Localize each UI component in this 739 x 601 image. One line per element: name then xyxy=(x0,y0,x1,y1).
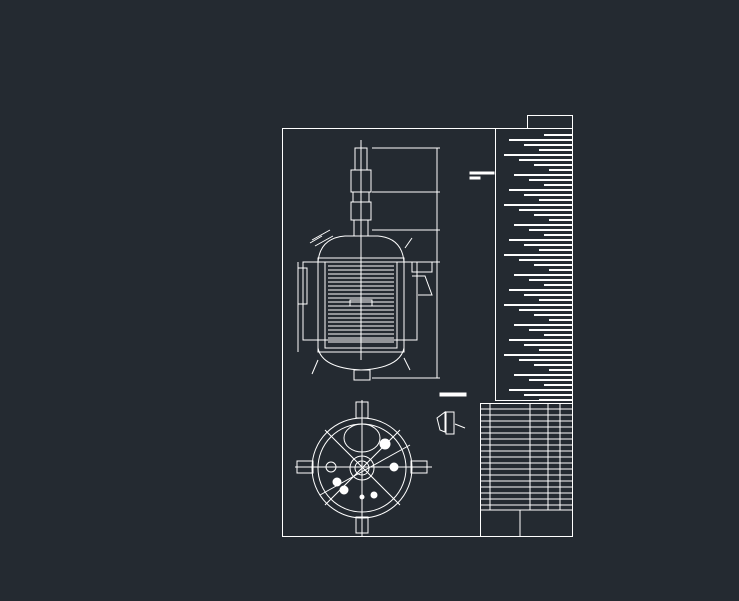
title-block-text-line xyxy=(539,149,572,151)
title-block-text-line xyxy=(549,319,572,321)
title-block-text-line xyxy=(524,344,572,346)
title-block-text-line xyxy=(534,214,572,216)
title-block-text-line xyxy=(539,299,572,301)
title-block-text-line xyxy=(509,339,572,341)
title-block-text-line xyxy=(534,364,572,366)
title-block-text-line xyxy=(519,309,572,311)
title-block xyxy=(496,129,573,401)
title-block-text-line xyxy=(504,154,572,156)
title-block-text-line xyxy=(534,164,572,166)
title-block-text-line xyxy=(544,184,572,186)
title-block-text-line xyxy=(524,394,572,396)
title-block-text-line xyxy=(504,354,572,356)
title-block-text-line xyxy=(539,199,572,201)
title-block-text-line xyxy=(549,369,572,371)
front-elevation-view xyxy=(298,140,494,380)
title-block-text-line xyxy=(504,254,572,256)
heating-coil-lines xyxy=(328,266,394,342)
title-block-text-line xyxy=(549,269,572,271)
title-block-text-line xyxy=(544,384,572,386)
title-block-text-line xyxy=(509,189,572,191)
title-block-text-line xyxy=(529,179,572,181)
title-block-text-line xyxy=(529,229,572,231)
title-block-text-line xyxy=(549,219,572,221)
title-block-text-line xyxy=(524,144,572,146)
title-block-text-line xyxy=(534,314,572,316)
title-block-text-line xyxy=(509,239,572,241)
title-block-text-line xyxy=(524,244,572,246)
title-block-text-line xyxy=(524,294,572,296)
title-block-text-line xyxy=(504,304,572,306)
title-block-text-line xyxy=(519,159,572,161)
title-block-text-line xyxy=(519,209,572,211)
title-block-text-line xyxy=(534,264,572,266)
title-block-text-line xyxy=(509,139,572,141)
title-block-text-line xyxy=(544,134,572,136)
title-block-text-line xyxy=(524,194,572,196)
title-block-text-line xyxy=(514,324,572,326)
title-block-text-line xyxy=(519,259,572,261)
parts-list-table xyxy=(480,403,573,537)
title-block-text-line xyxy=(529,279,572,281)
title-block-text-line xyxy=(539,249,572,251)
title-block-text-line xyxy=(544,234,572,236)
title-block-text-line xyxy=(529,329,572,331)
top-corner-box xyxy=(528,116,573,129)
title-block-text-line xyxy=(519,359,572,361)
top-plan-view xyxy=(295,400,432,536)
title-block-text-line xyxy=(514,374,572,376)
title-block-text-line xyxy=(514,274,572,276)
title-block-text-line xyxy=(539,349,572,351)
title-block-text-line xyxy=(514,174,572,176)
title-block-text-line xyxy=(504,204,572,206)
title-block-text-line xyxy=(544,284,572,286)
title-block-text-line xyxy=(509,389,572,391)
title-block-text-line xyxy=(514,224,572,226)
title-block-text-line xyxy=(549,169,572,171)
title-block-text-line xyxy=(539,399,572,401)
title-block-text-line xyxy=(544,334,572,336)
title-block-text-line xyxy=(529,379,572,381)
detail-view xyxy=(437,393,466,434)
title-block-text-line xyxy=(509,289,572,291)
